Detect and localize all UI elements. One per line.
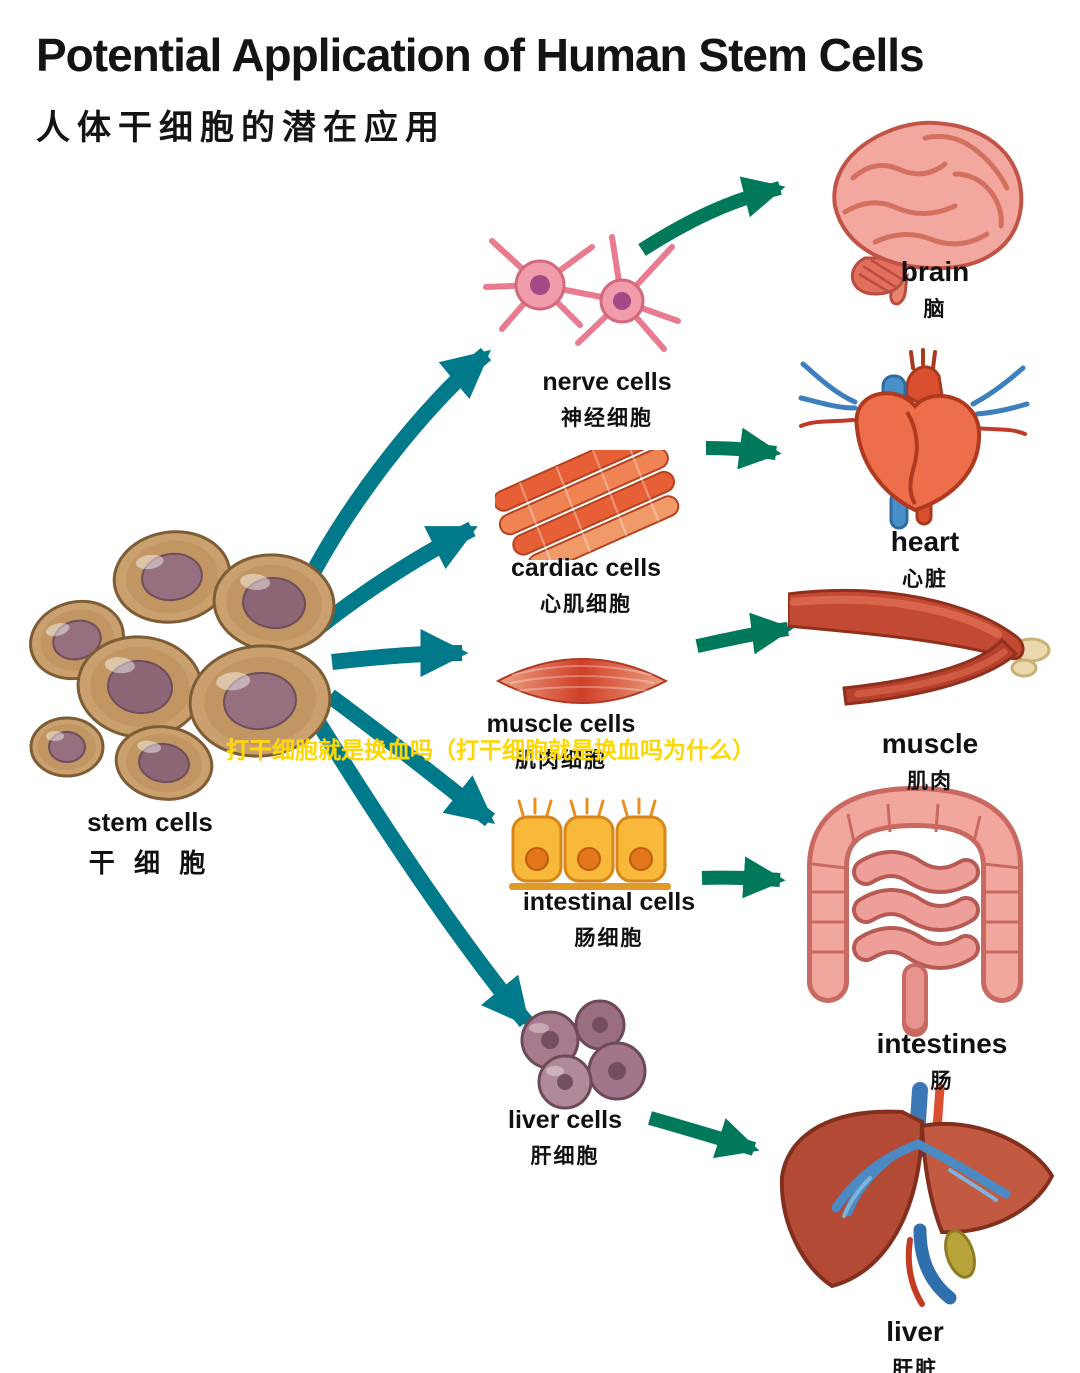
cardiac-cells-svg — [495, 450, 680, 560]
cardiac-cells-label: cardiac cells 心肌细胞 — [476, 554, 696, 618]
coronary-artery — [905, 410, 919, 505]
page-title: Potential Application of Human Stem Cell… — [36, 29, 925, 81]
colon-frame — [807, 785, 1023, 1003]
nerve-cells-label-zh: 神经细胞 — [561, 406, 653, 430]
muscle-label-zh: 肌肉 — [907, 770, 953, 794]
small-intestine-coils — [852, 850, 980, 970]
arrow-stem-to-cardiac — [313, 521, 478, 635]
cardiac-cells-label-en: cardiac cells — [510, 554, 662, 582]
nerve-cells-label: nerve cells 神经细胞 — [497, 368, 717, 432]
intestines-svg — [807, 785, 1023, 1037]
intestinal-cells-illustration — [505, 793, 675, 895]
liver-cells-illustration — [505, 995, 670, 1110]
arrow-nerve-to-brain — [638, 176, 786, 256]
liver-label-zh: 肝脏 — [892, 1358, 938, 1373]
brain-shape — [832, 120, 1024, 306]
muscle-cells-svg — [495, 658, 669, 704]
liver-label-en: liver — [886, 1316, 944, 1347]
stem-cells-svg — [29, 530, 336, 801]
cardiac-cells-label-zh: 心肌细胞 — [540, 592, 632, 616]
cardiac-fiber-bundle — [495, 450, 680, 560]
muscle-cells-label: muscle cells 肌肉细胞 — [451, 710, 671, 774]
stem-cells-label-zh: 干 细 胞 — [88, 847, 212, 878]
brain-gyri — [842, 133, 1010, 247]
arrow-stem-to-intestinal — [325, 689, 495, 827]
stem-cell-group — [29, 530, 336, 801]
muscle-organ-illustration — [788, 580, 1053, 720]
liver-cells-label-zh: 肝细胞 — [530, 1144, 600, 1168]
nerve-cells-svg — [483, 234, 681, 352]
muscle-spindle — [495, 658, 669, 704]
cardiac-cells-illustration — [495, 450, 685, 560]
stem-cells-label: stem cells 干 细 胞 — [40, 807, 260, 880]
portal-vein — [913, 1223, 957, 1305]
arrow-stem-to-liver — [311, 717, 533, 1028]
muscle-label: muscle 肌肉 — [820, 728, 1040, 795]
brain-label-zh: 脑 — [923, 298, 947, 322]
intestinal-cells-label: intestinal cells 肠细胞 — [499, 888, 719, 952]
intestinal-cells-label-en: intestinal cells — [522, 888, 696, 916]
brain-svg — [832, 120, 1024, 306]
intestines-label: intestines 肠 — [832, 1028, 1052, 1095]
brain-label-en: brain — [900, 256, 970, 287]
liver-cells-svg — [520, 999, 647, 1110]
arrow-stem-to-muscle — [331, 629, 469, 678]
muscle-organ-svg — [788, 589, 1051, 706]
arrow-intestinal-to-intestines — [701, 856, 786, 899]
intestines-label-en: intestines — [876, 1028, 1008, 1059]
muscle-label-en: muscle — [881, 728, 979, 759]
liver-organ-illustration — [770, 1082, 1065, 1317]
muscle-cells-label-en: muscle cells — [486, 710, 636, 738]
arrow-stem-to-nerve — [292, 347, 492, 602]
arrow-cardiac-to-heart — [705, 427, 782, 470]
arrow-liver-to-liver — [648, 1111, 760, 1159]
intestines-label-zh: 肠 — [930, 1070, 954, 1094]
heart-label-zh: 心脏 — [902, 568, 948, 592]
heart-svg — [798, 348, 1030, 530]
intestines-illustration — [788, 772, 1043, 1042]
neuron-bodies — [514, 259, 645, 324]
neuron-dendrites — [483, 234, 681, 352]
brain-label: brain 脑 — [825, 256, 1045, 323]
liver-cell-cluster — [520, 999, 647, 1110]
stem-cells-illustration — [22, 505, 362, 810]
page-subtitle: 人体干细胞的潜在应用 — [36, 109, 446, 147]
liver-cells-label-en: liver cells — [508, 1106, 622, 1134]
liver-cells-label: liver cells 肝细胞 — [455, 1106, 675, 1170]
intestinal-cells-svg — [509, 797, 671, 890]
heart-label: heart 心脏 — [815, 526, 1035, 593]
heart-illustration — [795, 342, 1030, 537]
liver-lobes — [779, 1082, 1055, 1307]
muscle-striations — [509, 665, 655, 692]
brain-illustration — [805, 108, 1040, 313]
watermark-text: 打干细胞就是换血吗（打干细胞就是换血吗为什么） — [226, 737, 755, 763]
gallbladder — [944, 1229, 976, 1279]
hepatic-artery — [905, 1237, 925, 1307]
muscle-cells-illustration — [492, 645, 672, 717]
intestinal-cell-row — [509, 797, 671, 890]
arm-muscle — [788, 589, 1051, 706]
nerve-cells-illustration — [480, 225, 685, 360]
liver-organ-svg — [779, 1082, 1055, 1307]
stem-cells-label-en: stem cells — [87, 807, 213, 837]
arrow-muscle-to-muscle — [695, 612, 794, 655]
nerve-cells-label-en: nerve cells — [542, 368, 672, 396]
intestinal-cells-label-zh: 肠细胞 — [574, 926, 644, 950]
muscle-cells-label-zh: 肌肉细胞 — [515, 748, 607, 772]
liver-label: liver 肝脏 — [805, 1316, 1025, 1373]
heart-label-en: heart — [890, 526, 960, 557]
